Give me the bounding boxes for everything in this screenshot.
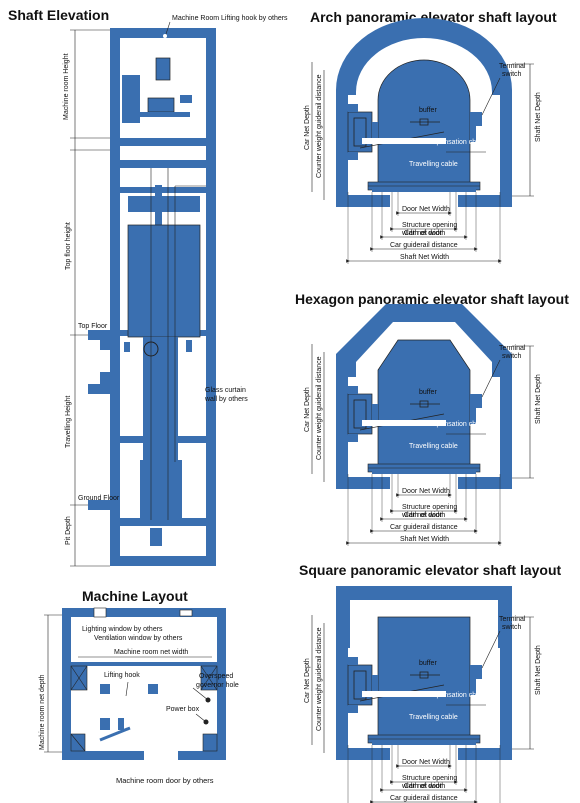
car-net-width-label: Car net width [404,783,445,790]
layout-hex: Hexagon panoramic elevator shaft layout b… [295,291,569,546]
machine-layout-title: Machine Layout [82,588,188,604]
layout-square: Square panoramic elevator shaft layout bu… [299,562,562,803]
top-floor-label: Top Floor [78,323,108,330]
travelling-cable-label: Travelling cable [409,443,458,450]
terminal-switch-label-2: switch [502,71,522,78]
shaft-net-depth-label: Shaft Net Depth [535,92,542,142]
lifting-hook-label: Lifting hook [104,672,140,679]
layout-title-hex: Hexagon panoramic elevator shaft layout [295,291,569,307]
car-guiderail-label: Car guiderail distance [390,795,458,802]
ventilation-window-label: Ventilation window by others [94,635,183,642]
machine-room-door-label: Machine room door by others [116,776,214,785]
top-floor-height-label: Top floor height [65,222,72,270]
shaft-net-depth-label: Shaft Net Depth [535,645,542,695]
terminal-switch-label-1: Terminal [499,63,526,70]
layout-arch: Arch panoramic elevator shaft layout buff… [304,9,557,264]
car-net-width-label: Car net width [404,512,445,519]
lighting-window-label: Lighting window by others [82,626,163,633]
counter-weight-label: Counter weight guiderail distance [316,627,323,731]
terminal-switch-label-1: Terminal [499,345,526,352]
machine-room-height-label: Machine room Height [63,53,70,120]
shaft-elevation-title: Shaft Elevation [8,7,109,23]
door-net-width-label: Door Net Width [402,206,450,213]
counter-weight-label: Counter weight guiderail distance [316,356,323,460]
structure-opening-label-2: width of door [401,783,443,790]
buffer-label: buffer [419,660,437,667]
counter-weight-label: Counter weight guiderail distance [316,74,323,178]
terminal-switch-label-1: Terminal [499,616,526,623]
overspeed-label-2: governor hole [196,682,239,689]
overspeed-label-1: Overspeed [199,673,233,680]
structure-opening-label-1: Structure opening [402,222,457,229]
balance-chain-label: Balance compensation chain [396,692,486,699]
balance-chain-label: Balance compensation chain [396,421,486,428]
shaft-elevation: Shaft Elevation Machine Room Lifting hoo… [8,7,288,567]
car-net-depth-label: Car Net Depth [304,658,311,703]
ground-floor-label: Ground Floor [78,495,120,502]
door-net-width-label: Door Net Width [402,759,450,766]
door-net-width-label: Door Net Width [402,488,450,495]
terminal-switch-label-2: switch [502,624,522,631]
car-net-depth-label: Car Net Depth [304,387,311,432]
car-guiderail-label: Car guiderail distance [390,524,458,531]
buffer-label: buffer [419,107,437,114]
machine-room-hook-label: Machine Room Lifting hook by others [172,15,288,22]
layout-title-square: Square panoramic elevator shaft layout [299,562,562,578]
pit-depth-label: Pit Depth [65,516,72,545]
machine-layout: Machine Layout Lighting window by others… [39,588,239,785]
car-net-width-label: Car net width [404,230,445,237]
shaft-net-width-label: Shaft Net Width [400,254,449,261]
room-net-depth-label: Machine room net depth [39,674,46,750]
glass-curtain-label-2: wall by others [204,396,248,403]
layout-title-arch: Arch panoramic elevator shaft layout [310,9,557,25]
power-box-label: Power box [166,706,200,713]
room-net-width-label: Machine room net width [114,649,188,656]
travelling-cable-label: Travelling cable [409,161,458,168]
balance-chain-label: Balance compensation chain [396,139,486,146]
terminal-switch-label-2: switch [502,353,522,360]
travelling-height-label: Travelling Height [65,396,72,448]
shaft-net-width-label: Shaft Net Width [400,536,449,543]
buffer-label: buffer [419,389,437,396]
glass-curtain-label-1: Glass curtain [205,387,246,394]
structure-opening-label-2: width of door [401,230,443,237]
travelling-cable-label: Travelling cable [409,714,458,721]
structure-opening-label-1: Structure opening [402,775,457,782]
car-net-depth-label: Car Net Depth [304,105,311,150]
structure-opening-label-2: width of door [401,512,443,519]
shaft-net-depth-label: Shaft Net Depth [535,374,542,424]
structure-opening-label-1: Structure opening [402,504,457,511]
car-guiderail-label: Car guiderail distance [390,242,458,249]
